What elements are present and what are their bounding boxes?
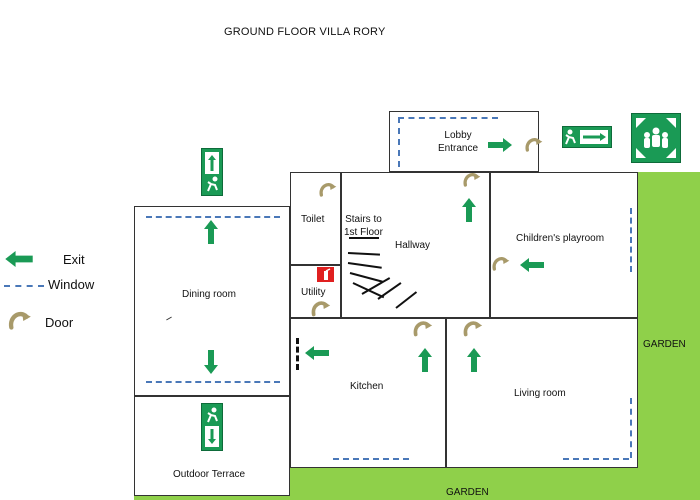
hallway-label: Hallway	[395, 240, 431, 251]
lobby-label: Lobby Entrance	[438, 130, 479, 154]
legend-door-label: Door	[45, 315, 74, 330]
garden-bottom-strip	[134, 496, 290, 500]
room-lobby	[389, 111, 539, 172]
exit-arrow-icon	[204, 350, 218, 374]
utility-label: Utility	[301, 287, 326, 298]
door-swing-icon	[412, 318, 434, 340]
exit-arrow-icon	[462, 198, 476, 222]
room-kitchen	[290, 318, 446, 468]
door-swing-icon	[491, 253, 511, 275]
room-childrens-playroom	[490, 172, 638, 318]
exit-arrow-icon	[204, 220, 218, 244]
legend-window-label: Window	[48, 277, 95, 292]
lobby-window-top	[398, 117, 498, 119]
dining-room-label: Dining room	[182, 289, 236, 300]
kitchen-door-gap	[296, 338, 299, 370]
garden-bottom-label: GARDEN	[446, 487, 489, 498]
exit-arrow-icon	[488, 138, 512, 152]
door-swing-icon	[462, 318, 484, 340]
door-swing-icon	[460, 170, 484, 190]
legend-window-line	[4, 285, 44, 287]
door-swing-icon	[6, 308, 34, 334]
lobby-window-left	[398, 117, 400, 167]
exit-arrow-icon	[520, 258, 544, 272]
door-swing-icon	[318, 180, 338, 200]
living-window-bottom	[563, 458, 629, 460]
plan-title: GROUND FLOOR VILLA RORY	[224, 26, 386, 38]
kitchen-label: Kitchen	[350, 381, 384, 392]
room-living	[446, 318, 638, 468]
garden-bottom	[290, 468, 637, 500]
toilet-label: Toilet	[301, 214, 325, 225]
room-hallway	[341, 172, 490, 318]
emergency-exit-sign-icon	[562, 126, 612, 148]
dining-window-top	[146, 216, 280, 218]
childrens-playroom-label: Children's playroom	[516, 233, 605, 244]
dining-window-bottom	[146, 381, 280, 383]
legend-exit-label: Exit	[63, 252, 85, 267]
assembly-point-icon	[631, 113, 681, 163]
exit-arrow-icon	[467, 348, 481, 372]
fire-extinguisher-icon	[317, 267, 334, 282]
emergency-exit-sign-icon	[201, 403, 223, 451]
exit-arrow-icon	[4, 251, 34, 267]
kitchen-window	[333, 458, 409, 460]
outdoor-terrace-label: Outdoor Terrace	[173, 469, 246, 480]
exit-arrow-icon	[418, 348, 432, 372]
exit-arrow-icon	[305, 346, 329, 360]
playroom-window	[630, 208, 632, 272]
living-window-right	[630, 398, 632, 458]
stairs-label: Stairs to 1st Floor	[344, 214, 383, 238]
garden-right-label: GARDEN	[643, 339, 686, 350]
door-swing-icon	[524, 134, 544, 156]
door-swing-icon	[310, 298, 332, 320]
living-room-label: Living room	[514, 388, 566, 399]
emergency-exit-sign-icon	[201, 148, 223, 196]
garden-right	[637, 172, 700, 500]
